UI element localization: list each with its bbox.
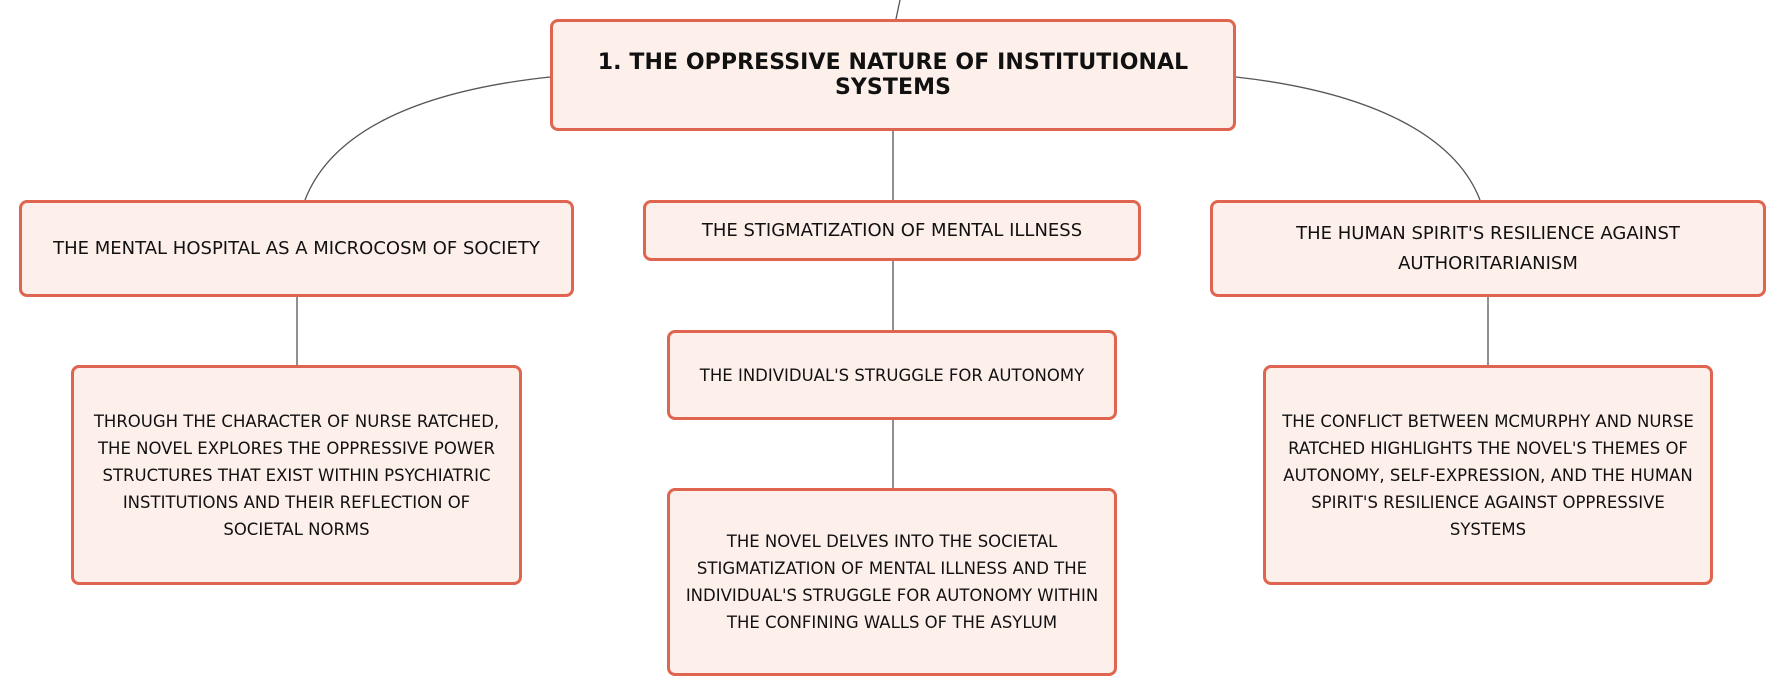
subtopic-human-spirit-node[interactable]: The Human Spirit's Resilience Against Au… [1210,200,1766,297]
connector-root-to-mental-hospital [304,76,551,201]
detail-nurse-ratched-node[interactable]: Through the character of Nurse Ratched, … [71,365,522,585]
subtopic-human-spirit-label: The Human Spirit's Resilience Against Au… [1296,222,1680,274]
detail-mcmurphy-conflict-node[interactable]: The conflict between McMurphy and Nurse … [1263,365,1713,585]
subtopic-stigmatization-node[interactable]: The Stigmatization of Mental Illness [643,200,1141,261]
connector-root-to-human-spirit [1235,76,1481,201]
subtopic-mental-hospital-label: The Mental Hospital as a Microcosm of So… [53,237,540,259]
subtopic-autonomy-label: The Individual's Struggle for Autonomy [699,365,1085,385]
subtopic-mental-hospital-node[interactable]: The Mental Hospital as a Microcosm of So… [19,200,574,297]
root-topic-label: 1. The Oppressive Nature of Institutiona… [597,50,1189,100]
subtopic-autonomy-node[interactable]: The Individual's Struggle for Autonomy [667,330,1117,420]
subtopic-stigmatization-label: The Stigmatization of Mental Illness [701,219,1083,241]
detail-stigmatization-node[interactable]: The novel delves into the societal stigm… [667,488,1117,676]
detail-stigmatization-label: The novel delves into the societal stigm… [685,532,1099,632]
root-topic-node[interactable]: 1. The Oppressive Nature of Institutiona… [550,19,1236,131]
detail-nurse-ratched-label: Through the character of Nurse Ratched, … [93,411,500,539]
connector-parent-to-root [895,0,901,20]
detail-mcmurphy-conflict-label: The conflict between McMurphy and Nurse … [1282,411,1694,539]
